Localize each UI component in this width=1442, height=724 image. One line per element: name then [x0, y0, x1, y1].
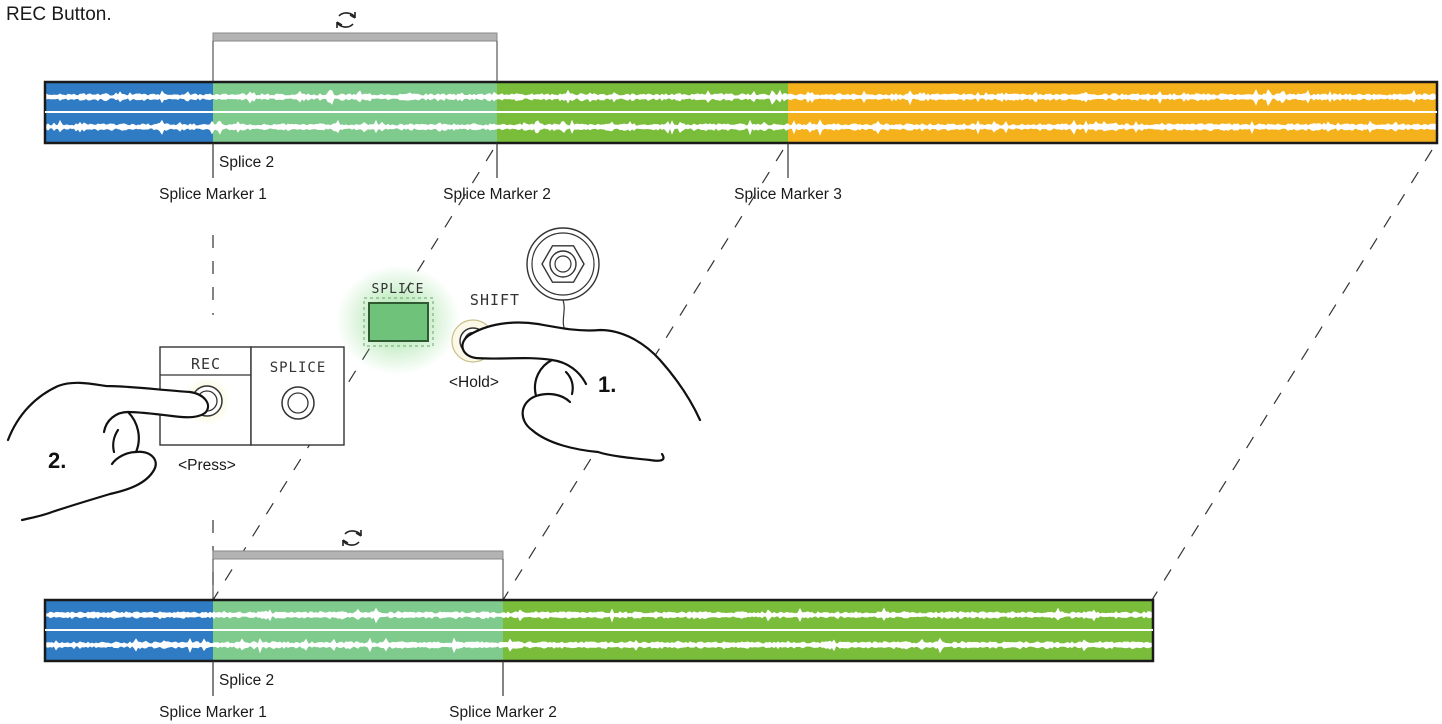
bottom-current-splice-label: Splice 2: [219, 672, 274, 689]
splice-led-label: SPLICE: [372, 282, 425, 297]
loop-arrows-icon: [336, 12, 356, 28]
step-2-label: 2.: [48, 448, 66, 473]
bottom-loop-range: [212, 550, 504, 600]
bottom-marker-label-2: Splice Marker 2: [449, 704, 557, 721]
hand-right-icon: [461, 321, 702, 462]
top-strip: [43, 80, 1439, 145]
dashed-guides: [212, 149, 1433, 601]
rec-action-label: <Press>: [178, 457, 236, 474]
splice-button-label: SPLICE: [270, 360, 327, 376]
top-loop-range: [212, 32, 498, 82]
bottom-marker-label-1: Splice Marker 1: [159, 704, 267, 721]
top-marker-label-3: Splice Marker 3: [734, 186, 842, 203]
step-1-label: 1.: [598, 372, 616, 397]
rec-button-label: REC: [191, 355, 221, 373]
hand-left-icon: [6, 381, 210, 522]
shift-button-label: SHIFT: [470, 291, 520, 309]
top-marker-label-1: Splice Marker 1: [159, 186, 267, 203]
audio-jack-icon: [526, 227, 600, 335]
top-current-splice-label: Splice 2: [219, 154, 274, 171]
top-marker-label-2: Splice Marker 2: [443, 186, 551, 203]
bottom-strip: [43, 598, 1155, 663]
shift-action-label: <Hold>: [449, 374, 499, 391]
loop-arrows-icon: [342, 530, 362, 546]
splice-led-indicator: SPLICE: [336, 265, 460, 375]
caption: REC Button.: [6, 4, 112, 25]
splice-button[interactable]: SPLICE: [270, 360, 327, 420]
